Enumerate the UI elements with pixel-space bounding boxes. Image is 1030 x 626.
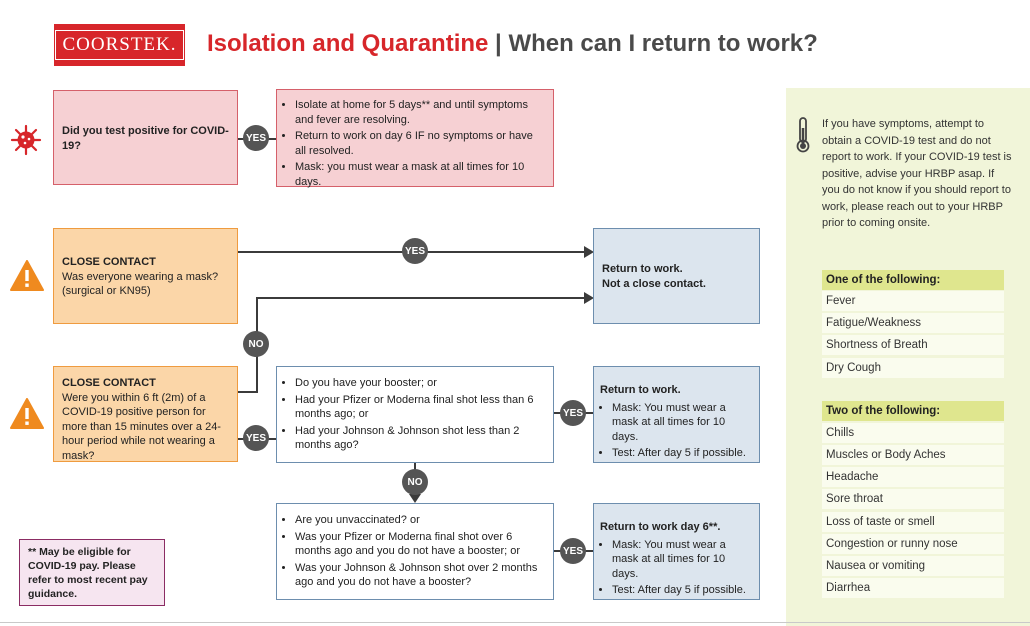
yes-tag: YES [243, 125, 269, 151]
no-tag: NO [243, 331, 269, 357]
connector-line [256, 297, 588, 299]
list-item: Was your Pfizer or Moderna final shot ov… [295, 530, 545, 559]
list-item: Mask: you must wear a mask at all times … [295, 160, 545, 189]
warning-icon [10, 260, 44, 291]
question-close-contact-distance: CLOSE CONTACT Were you within 6 ft (2m) … [53, 366, 238, 462]
result-title: Return to work. [600, 384, 681, 396]
symptom-item: Diarrhea [822, 578, 1004, 598]
list-item: Are you unvaccinated? or [295, 513, 545, 528]
bottom-divider [0, 622, 1030, 623]
result-not-close-contact: Return to work. Not a close contact. [593, 228, 760, 324]
page-title: Isolation and Quarantine | When can I re… [207, 30, 818, 57]
symptom-item: Fatigue/Weakness [822, 313, 1004, 333]
virus-icon [10, 124, 42, 156]
list-item: Was your Johnson & Johnson shot over 2 m… [295, 561, 545, 590]
list-item: Test: After day 5 if possible. [612, 446, 753, 461]
box-heading: CLOSE CONTACT [62, 377, 156, 389]
yes-tag: YES [560, 538, 586, 564]
result-return-day-6: Return to work day 6**. Mask: You must w… [593, 503, 760, 600]
box-heading: CLOSE CONTACT [62, 256, 156, 268]
list-item: Test: After day 5 if possible. [612, 583, 753, 598]
yes-tag: YES [402, 238, 428, 264]
symptom-item: Congestion or runny nose [822, 534, 1004, 554]
list-item: Return to work on day 6 IF no symptoms o… [295, 129, 545, 158]
yes-tag: YES [560, 400, 586, 426]
symptoms-intro: If you have symptoms, attempt to obtain … [822, 118, 1012, 229]
result-line: Not a close contact. [602, 277, 706, 290]
yes-tag: YES [243, 425, 269, 451]
box-text: Were you within 6 ft (2m) of a COVID-19 … [62, 391, 221, 462]
list-item: Had your Pfizer or Moderna final shot le… [295, 393, 545, 422]
question-vaccinated-boosted: Do you have your booster; or Had your Pf… [276, 366, 554, 463]
question-unvaccinated: Are you unvaccinated? or Was your Pfizer… [276, 503, 554, 600]
list-item: Mask: You must wear a mask at all times … [612, 538, 753, 582]
group-heading-two: Two of the following: [822, 401, 1004, 421]
group-heading-one: One of the following: [822, 270, 1004, 290]
box-text: Was everyone wearing a mask? (surgical o… [62, 270, 219, 298]
list-item: Do you have your booster; or [295, 376, 545, 391]
symptom-item: Sore throat [822, 489, 1004, 509]
list-item: Mask: You must wear a mask at all times … [612, 401, 753, 445]
symptom-item: Chills [822, 423, 1004, 443]
warning-icon [10, 398, 44, 429]
no-tag: NO [402, 469, 428, 495]
isolation-instructions: Isolate at home for 5 days** and until s… [276, 89, 554, 189]
result-line: Return to work. [602, 263, 683, 275]
symptom-item: Dry Cough [822, 358, 1004, 378]
arrow-down-icon [409, 494, 421, 503]
arrow-right-icon [584, 246, 594, 258]
symptom-item: Shortness of Breath [822, 335, 1004, 355]
symptom-item: Nausea or vomiting [822, 556, 1004, 576]
symptom-item: Loss of taste or smell [822, 512, 1004, 532]
question-close-contact-mask: CLOSE CONTACT Was everyone wearing a mas… [53, 228, 238, 324]
result-return-to-work: Return to work. Mask: You must wear a ma… [593, 366, 760, 463]
arrow-right-icon [584, 292, 594, 304]
list-item: Isolate at home for 5 days** and until s… [295, 98, 545, 127]
pay-eligibility-note: ** May be eligible for COVID-19 pay. Ple… [19, 539, 165, 606]
symptom-item: Muscles or Body Aches [822, 445, 1004, 465]
symptom-item: Fever [822, 291, 1004, 311]
symptom-item: Headache [822, 467, 1004, 487]
coorstek-logo: COORSTEK. [54, 24, 185, 66]
list-item: Had your Johnson & Johnson shot less tha… [295, 424, 545, 453]
result-title: Return to work day 6**. [600, 521, 721, 533]
connector-line [238, 391, 258, 393]
thermometer-icon [796, 117, 810, 153]
question-tested-positive: Did you test positive for COVID-19? [53, 90, 238, 185]
